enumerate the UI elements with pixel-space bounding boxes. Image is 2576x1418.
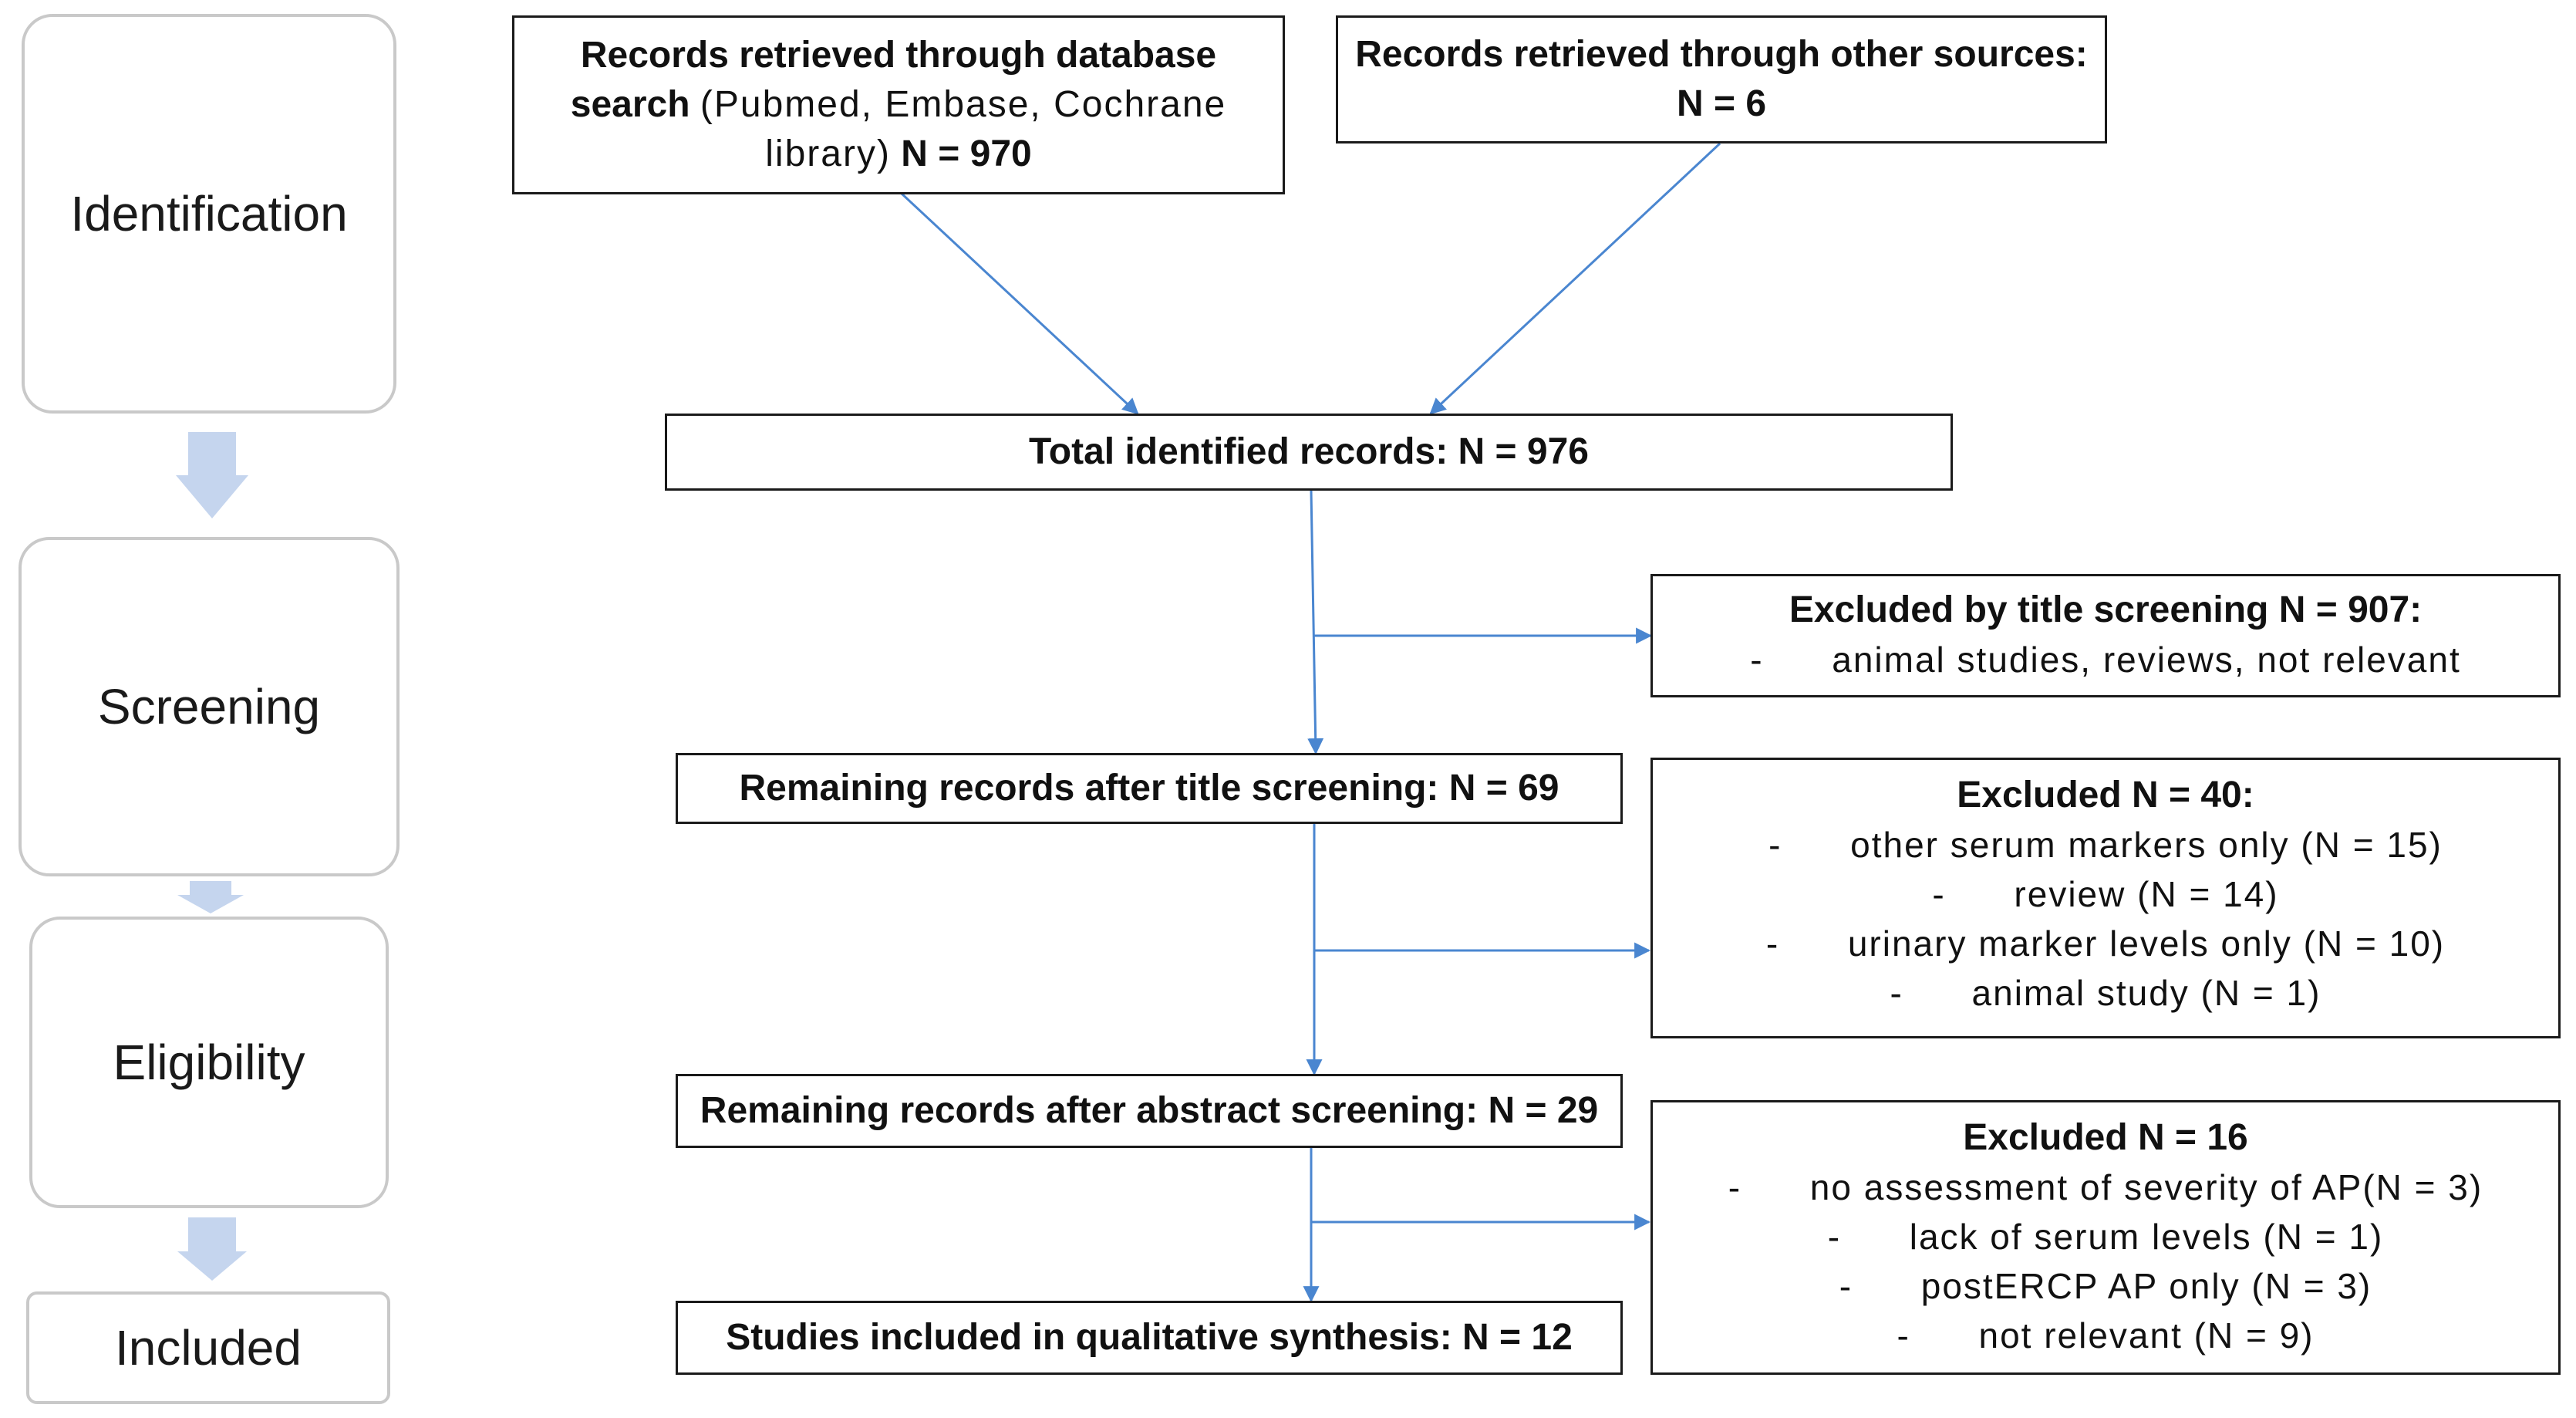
database-count: N = 970 <box>901 133 1032 174</box>
database-line2-rest: (Pubmed, Embase, Cochrane <box>700 84 1227 125</box>
stage-eligibility: Eligibility <box>29 917 389 1208</box>
after-title-text: Remaining records after title screening:… <box>739 768 1559 809</box>
arrow-database-to-total <box>899 191 1139 415</box>
included-studies-text: Studies included in qualitative synthesi… <box>726 1317 1573 1358</box>
box-database-search: Records retrieved through database searc… <box>512 15 1285 194</box>
excluded-16-item: - postERCP AP only (N = 3) <box>1839 1266 2372 1306</box>
arrow-other-to-total <box>1429 142 1721 415</box>
stage-arrow-1 <box>176 432 248 518</box>
excluded-16-heading: Excluded N = 16 <box>1963 1117 2248 1158</box>
stage-included: Included <box>26 1291 390 1404</box>
stage-identification: Identification <box>22 14 396 414</box>
stage-arrow-2 <box>177 881 244 913</box>
excluded-40-item: - review (N = 14) <box>1932 874 2279 914</box>
stage-screening: Screening <box>19 537 400 876</box>
database-line2-bold: search <box>570 84 690 125</box>
excluded-16-item: - no assessment of severity of AP(N = 3) <box>1728 1167 2483 1207</box>
stage-identification-label: Identification <box>70 186 348 241</box>
excluded-40-item: - animal study (N = 1) <box>1890 973 2321 1013</box>
excluded-16-item: - not relevant (N = 9) <box>1897 1315 2315 1356</box>
box-excluded-title-screening: Excluded by title screening N = 907: - a… <box>1650 574 2561 697</box>
database-line1: Records retrieved through database <box>580 35 1217 76</box>
box-other-sources: Records retrieved through other sources:… <box>1336 15 2107 143</box>
total-identified-text: Total identified records: N = 976 <box>1029 431 1589 472</box>
database-line3-rest: library) <box>765 133 891 174</box>
arrow-total-to-after-title <box>1307 490 1324 755</box>
box-after-abstract-screening: Remaining records after abstract screeni… <box>676 1074 1623 1148</box>
excluded-40-item: - urinary marker levels only (N = 10) <box>1765 923 2446 964</box>
stage-included-label: Included <box>115 1320 302 1376</box>
stage-screening-label: Screening <box>97 679 321 734</box>
box-included-studies: Studies included in qualitative synthesi… <box>676 1301 1623 1375</box>
after-abstract-text: Remaining records after abstract screeni… <box>700 1090 1599 1131</box>
box-excluded-16: Excluded N = 16 - no assessment of sever… <box>1650 1100 2561 1375</box>
other-sources-count: N = 6 <box>1676 83 1767 124</box>
excluded-40-item: - other serum markers only (N = 15) <box>1768 825 2443 865</box>
box-excluded-40: Excluded N = 40: - other serum markers o… <box>1650 758 2561 1038</box>
box-after-title-screening: Remaining records after title screening:… <box>676 753 1623 824</box>
stage-arrow-3 <box>177 1217 247 1281</box>
excluded-16-item: - lack of serum levels (N = 1) <box>1827 1217 2384 1257</box>
other-sources-line1: Records retrieved through other sources: <box>1355 34 2088 75</box>
excluded-40-heading: Excluded N = 40: <box>1957 775 2254 815</box>
excluded-title-item: - animal studies, reviews, not relevant <box>1750 640 2461 680</box>
stage-eligibility-label: Eligibility <box>113 1035 305 1090</box>
box-total-identified: Total identified records: N = 976 <box>665 414 1953 491</box>
excluded-title-heading: Excluded by title screening N = 907: <box>1789 589 2423 630</box>
